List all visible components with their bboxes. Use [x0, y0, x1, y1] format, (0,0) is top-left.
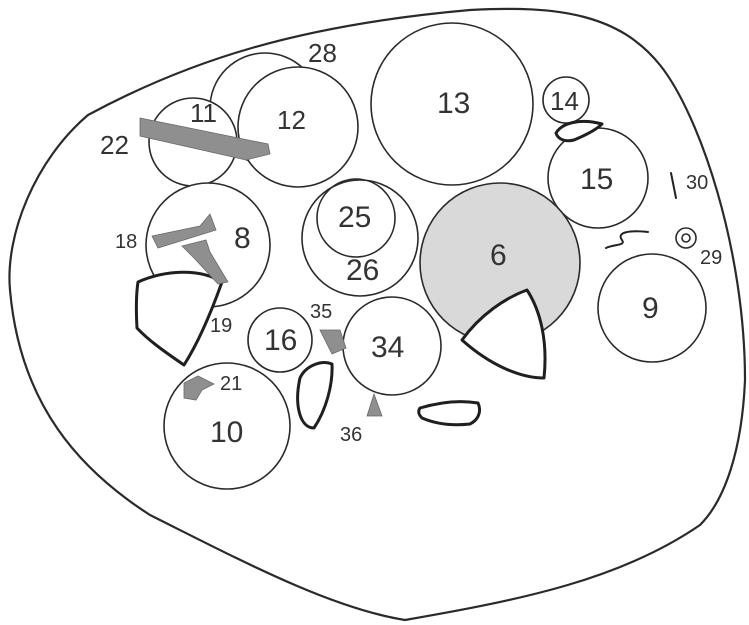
label-30: 30 [686, 172, 708, 194]
label-6: 6 [490, 239, 507, 272]
label-26: 26 [346, 254, 379, 287]
label-14: 14 [550, 86, 579, 116]
label-16: 16 [264, 324, 297, 357]
label-21: 21 [220, 373, 242, 395]
label-29: 29 [700, 247, 722, 269]
label-13: 13 [437, 87, 470, 120]
label-22: 22 [100, 130, 129, 160]
label-34: 34 [371, 331, 404, 364]
label-11: 11 [190, 98, 217, 128]
label-9: 9 [642, 292, 659, 325]
label-25: 25 [338, 201, 371, 234]
label-10: 10 [210, 416, 243, 449]
label-8: 8 [234, 222, 251, 255]
label-12: 12 [277, 105, 306, 135]
blob-bottom-center [419, 402, 480, 425]
label-28: 28 [308, 38, 337, 68]
label-19: 19 [210, 315, 232, 337]
label-36: 36 [340, 424, 362, 446]
label-18: 18 [115, 231, 137, 253]
label-15: 15 [580, 163, 613, 196]
label-35: 35 [310, 301, 332, 323]
ring-29-inner [682, 234, 690, 242]
